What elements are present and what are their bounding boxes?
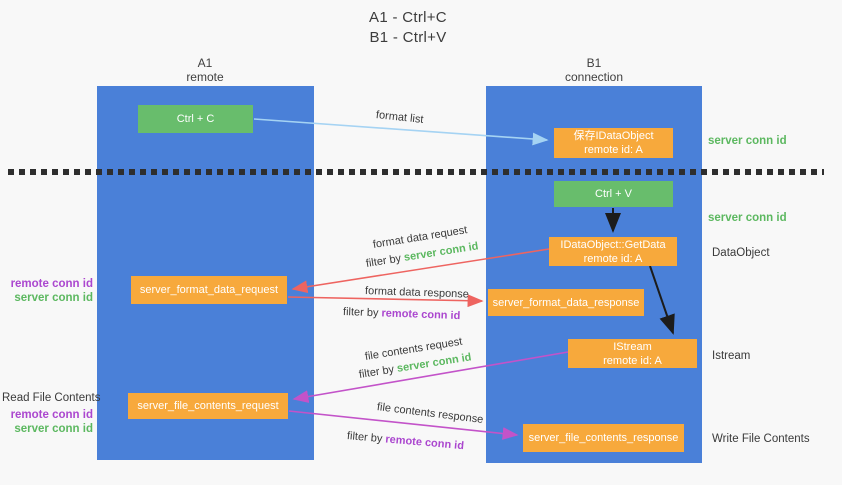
node-istream-line2: remote id: A: [603, 354, 662, 367]
remote-conn-id-text-2: remote conn id: [384, 433, 465, 453]
node-istream: IStream remote id: A: [568, 339, 697, 368]
node-server-file-contents-request-label: server_file_contents_request: [137, 400, 279, 412]
filter-by-text-1: filter by: [365, 252, 402, 270]
lifeline-a1-id: A1: [197, 56, 213, 70]
edge-label-file-contents-response-text: file contents response: [376, 401, 484, 426]
annotation-istream-text: Istream: [712, 350, 751, 362]
node-ctrl-c: Ctrl + C: [138, 105, 253, 133]
filter-by-text-3: filter by: [358, 363, 395, 381]
annotation-server-conn-id-left-1: server conn id: [14, 292, 93, 304]
node-server-format-data-response-label: server_format_data_response: [492, 296, 640, 309]
annotation-dataobject-text: DataObject: [712, 247, 770, 259]
node-idataobject-getdata: IDataObject::GetData remote id: A: [549, 237, 677, 266]
annotation-istream: Istream: [712, 349, 750, 363]
annotation-server-conn-id-left-2: server conn id: [14, 423, 93, 435]
node-server-format-data-response: server_format_data_response: [488, 289, 644, 316]
session-divider-dotted-line: [8, 169, 824, 175]
lifeline-b1-name: connection: [564, 70, 624, 84]
annotation-server-conn-id-right-1: server conn id: [708, 134, 787, 148]
node-idataobject-getdata-line2: remote id: A: [583, 252, 643, 265]
edge-label-format-data-response: format data response: [365, 285, 469, 301]
node-server-file-contents-response: server_file_contents_response: [523, 424, 684, 452]
edge-label-format-list: format list: [375, 109, 424, 126]
node-server-file-contents-request: server_file_contents_request: [128, 393, 288, 419]
lifeline-a1-name: remote: [186, 70, 224, 84]
diagram-title: A1 - Ctrl+C B1 - Ctrl+V: [308, 8, 508, 48]
node-ctrl-c-label: Ctrl + C: [176, 113, 215, 125]
title-line-1: A1 - Ctrl+C: [369, 9, 447, 26]
lifeline-b1-id: B1: [586, 56, 602, 70]
annotation-left-conn-ids-top: remote conn id server conn id: [6, 277, 93, 305]
node-istream-line1: IStream: [613, 340, 652, 353]
node-ctrl-v-label: Ctrl + V: [595, 188, 632, 200]
node-save-idataobject: 保存IDataObject remote id: A: [554, 128, 673, 158]
edge-label-filter-remote-conn-1: filter by remote conn id: [343, 306, 461, 322]
annotation-server-conn-id-right-2-text: server conn id: [708, 212, 787, 224]
edge-label-filter-remote-conn-2: filter by remote conn id: [346, 430, 464, 452]
node-server-format-data-request-label: server_format_data_request: [139, 284, 279, 296]
title-line-2: B1 - Ctrl+V: [369, 29, 447, 46]
lifeline-header-b1: B1 connection: [544, 56, 644, 84]
filter-by-text-2: filter by: [342, 306, 379, 320]
edge-label-format-data-response-text: format data response: [364, 285, 470, 301]
annotation-server-conn-id-right-1-text: server conn id: [708, 135, 787, 147]
annotation-remote-conn-id-left-1: remote conn id: [10, 278, 93, 290]
annotation-left-read-file: Read File Contents remote conn id server…: [2, 391, 101, 436]
remote-conn-id-text-1: remote conn id: [381, 307, 461, 323]
node-ctrl-v: Ctrl + V: [554, 181, 673, 207]
node-server-format-data-request: server_format_data_request: [131, 276, 287, 304]
node-server-file-contents-response-label: server_file_contents_response: [528, 432, 679, 444]
node-save-idataobject-line2: remote id: A: [584, 144, 643, 156]
edge-label-format-list-text: format list: [375, 109, 425, 126]
edge-label-file-contents-response: file contents response: [376, 401, 484, 426]
node-idataobject-getdata-line1: IDataObject::GetData: [560, 238, 666, 251]
annotation-dataobject: DataObject: [712, 246, 770, 260]
filter-by-text-4: filter by: [346, 430, 383, 446]
lifeline-header-a1: A1 remote: [155, 56, 255, 84]
annotation-remote-conn-id-left-2: remote conn id: [10, 409, 93, 421]
annotation-read-file-contents: Read File Contents: [2, 392, 101, 404]
annotation-write-file-contents-text: Write File Contents: [712, 433, 810, 445]
annotation-write-file-contents: Write File Contents: [712, 432, 810, 446]
node-save-idataobject-line1: 保存IDataObject: [573, 130, 654, 142]
annotation-server-conn-id-right-2: server conn id: [708, 211, 787, 225]
